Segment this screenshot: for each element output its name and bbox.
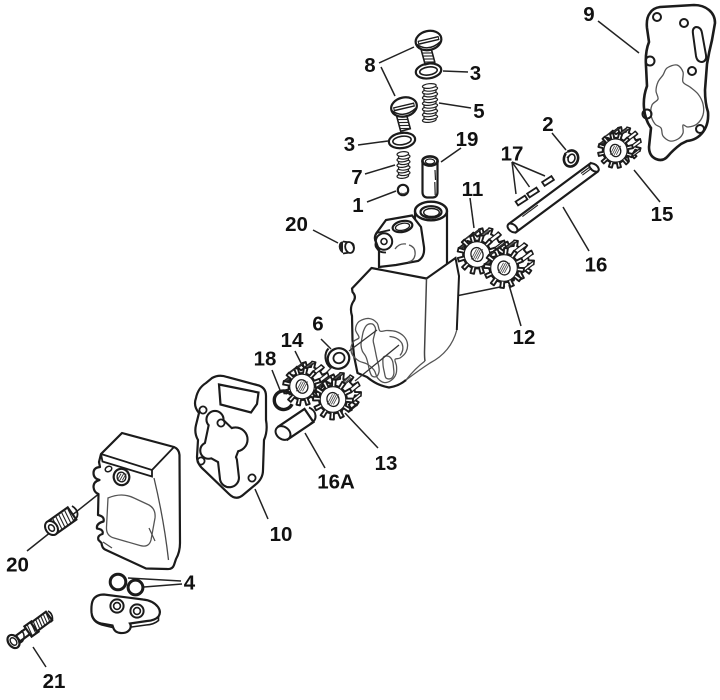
- svg-text:1: 1: [352, 194, 363, 217]
- svg-text:8: 8: [364, 54, 375, 77]
- svg-text:9: 9: [583, 3, 594, 26]
- svg-text:13: 13: [375, 452, 398, 475]
- svg-text:6: 6: [312, 313, 323, 336]
- svg-text:14: 14: [281, 329, 304, 352]
- svg-text:3: 3: [470, 62, 481, 85]
- svg-text:18: 18: [254, 348, 277, 371]
- svg-text:15: 15: [651, 203, 674, 226]
- svg-text:20: 20: [285, 213, 308, 236]
- svg-text:10: 10: [270, 523, 293, 546]
- svg-text:21: 21: [43, 670, 66, 693]
- svg-text:5: 5: [473, 100, 484, 123]
- svg-text:2: 2: [542, 113, 553, 136]
- svg-text:20: 20: [6, 554, 29, 577]
- svg-text:11: 11: [462, 178, 484, 201]
- svg-text:7: 7: [351, 166, 362, 189]
- svg-text:16: 16: [585, 254, 608, 277]
- svg-text:12: 12: [513, 326, 536, 349]
- svg-text:16A: 16A: [317, 471, 355, 494]
- svg-text:4: 4: [184, 572, 196, 595]
- svg-text:3: 3: [344, 133, 355, 156]
- svg-text:17: 17: [501, 143, 524, 166]
- svg-text:19: 19: [456, 128, 479, 151]
